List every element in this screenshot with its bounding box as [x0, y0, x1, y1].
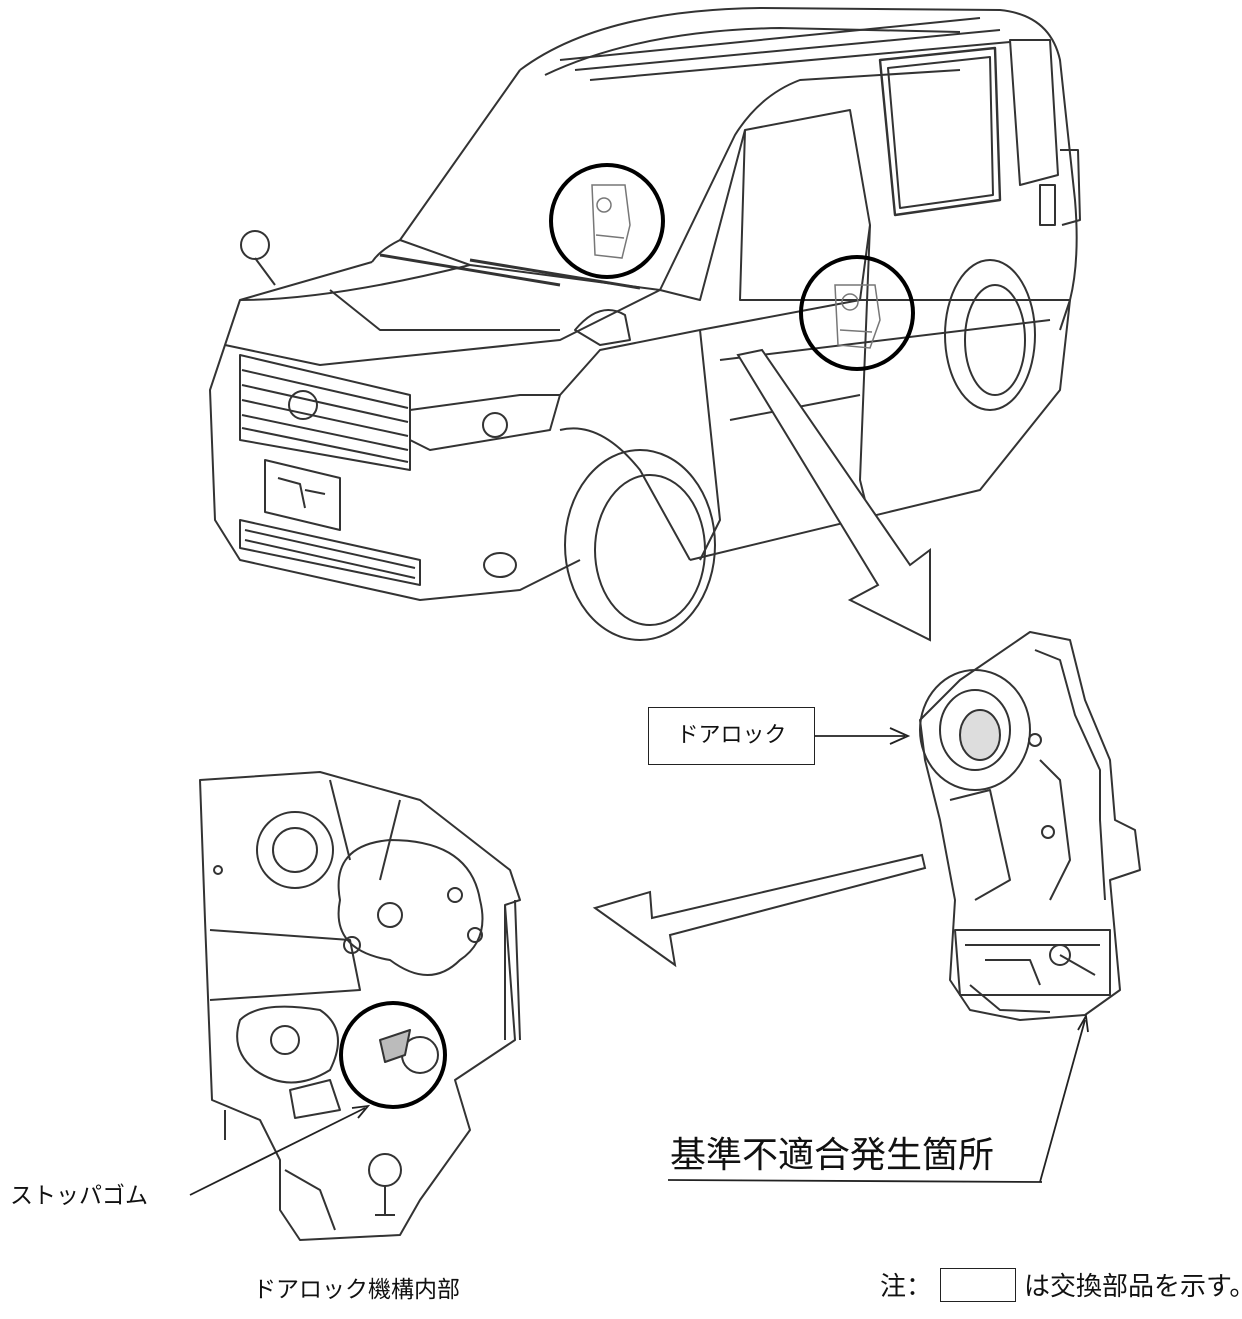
vehicle-illustration — [209, 7, 1081, 641]
location-markers — [549, 163, 915, 371]
stopper-rubber-marker — [339, 1001, 447, 1109]
stopper-pointer — [189, 1104, 371, 1196]
note-suffix: は交換部品を示す。 — [1024, 1272, 1242, 1302]
callout-arrow-icon — [736, 348, 931, 642]
callout-arrow-to-internal-icon — [592, 853, 927, 968]
door-lock-pointer — [815, 727, 911, 745]
stopper-rubber-label: ストッパゴム — [10, 1183, 148, 1209]
mini-door-lock-icon — [591, 184, 881, 349]
door-lock-label: ドアロック — [648, 707, 815, 765]
nonconformity-pointer — [667, 1013, 1089, 1183]
note-prefix: 注： — [880, 1272, 933, 1302]
nonconformity-location-label: 基準不適合発生箇所 — [670, 1135, 995, 1176]
location-marker-front — [549, 163, 665, 279]
door-lock-part — [919, 631, 1141, 1021]
location-marker-side — [799, 255, 915, 371]
door-lock-internal-mechanism — [199, 771, 521, 1241]
replacement-part-legend-box — [940, 1267, 1017, 1302]
replacement-part-note: 注： は交換部品を示す。 — [880, 1266, 1242, 1303]
door-lock-internal-caption: ドアロック機構内部 — [253, 1277, 460, 1303]
